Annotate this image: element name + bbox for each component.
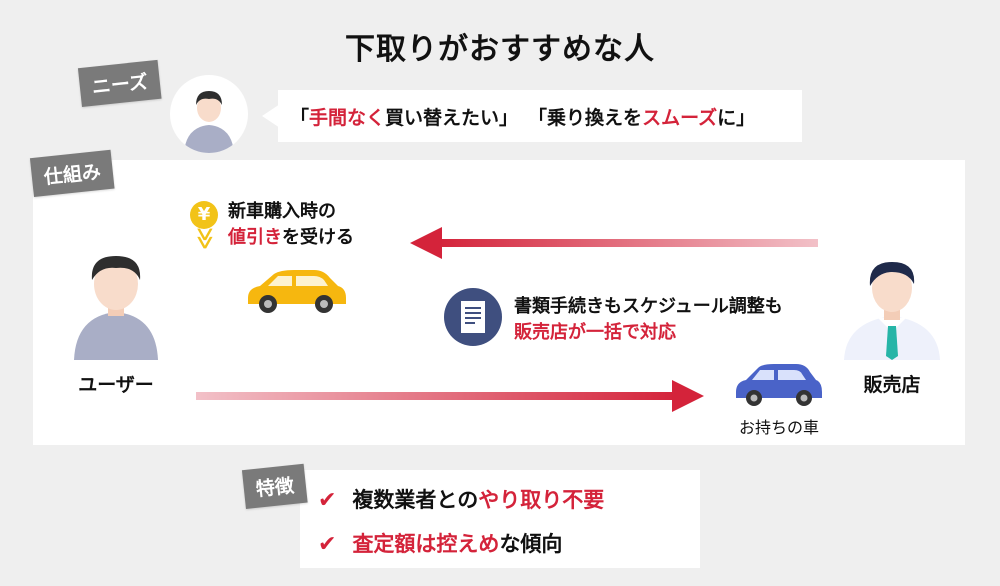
benefit-line1: 新車購入時の (228, 201, 336, 222)
paperwork-text: 書類手続きもスケジュール調整も 販売店が一括で対応 (514, 294, 783, 346)
dealer-figure-icon (844, 262, 940, 360)
benefit-rest: を受ける (282, 227, 354, 248)
feature-highlight: 査定額は控えめ (352, 532, 500, 556)
own-car-label: お持ちの車 (738, 418, 819, 437)
quote1-prefix: 「 (290, 106, 310, 129)
quote2-highlight: スムーズ (642, 106, 718, 129)
car-transfer-arrow (196, 380, 704, 412)
feature-suffix: な傾向 (499, 532, 563, 556)
needs-bubble: 「手間なく買い替えたい」 「乗り換えをスムーズに」 (278, 90, 802, 142)
user-figure-icon (74, 256, 158, 360)
check-icon: ✔ (318, 532, 337, 557)
bubble-pointer (262, 104, 280, 128)
feature-item: ✔ 複数業者とのやり取り不要 (318, 484, 604, 514)
needs-tag: ニーズ (77, 59, 162, 107)
yen-coin-icon: ¥ (190, 201, 218, 229)
quote1-highlight: 手間なく (309, 106, 386, 129)
chevron-down-icon: ≫ (192, 226, 218, 251)
dealer-label: 販売店 (863, 374, 921, 396)
paperwork-line1: 書類手続きもスケジュール調整も (514, 296, 783, 317)
blue-car-icon (736, 364, 822, 406)
feature-highlight: やり取り不要 (478, 488, 605, 512)
quote2-prefix: 「乗り換えを (528, 106, 643, 129)
benefit-text: 新車購入時の 値引きを受ける (228, 199, 354, 251)
quote2-rest: に」 (717, 106, 756, 129)
person-icon (184, 91, 234, 153)
paperwork-line2: 販売店が一括で対応 (514, 322, 676, 343)
needs-avatar (170, 75, 248, 153)
document-icon (444, 288, 502, 346)
page-title: 下取りがおすすめな人 (345, 32, 655, 67)
discount-arrow (410, 227, 818, 259)
feature-item: ✔ 査定額は控えめな傾向 (318, 528, 562, 558)
feature-prefix: 複数業者との (352, 488, 479, 512)
benefit-highlight: 値引き (228, 227, 282, 248)
features-tag: 特徴 (241, 463, 308, 509)
features-box: ✔ 複数業者とのやり取り不要 ✔ 査定額は控えめな傾向 (300, 470, 700, 568)
quote1-rest: 買い替えたい」 (385, 106, 519, 129)
yellow-car-icon (248, 270, 346, 313)
check-icon: ✔ (318, 488, 337, 513)
user-label: ユーザー (78, 374, 154, 396)
